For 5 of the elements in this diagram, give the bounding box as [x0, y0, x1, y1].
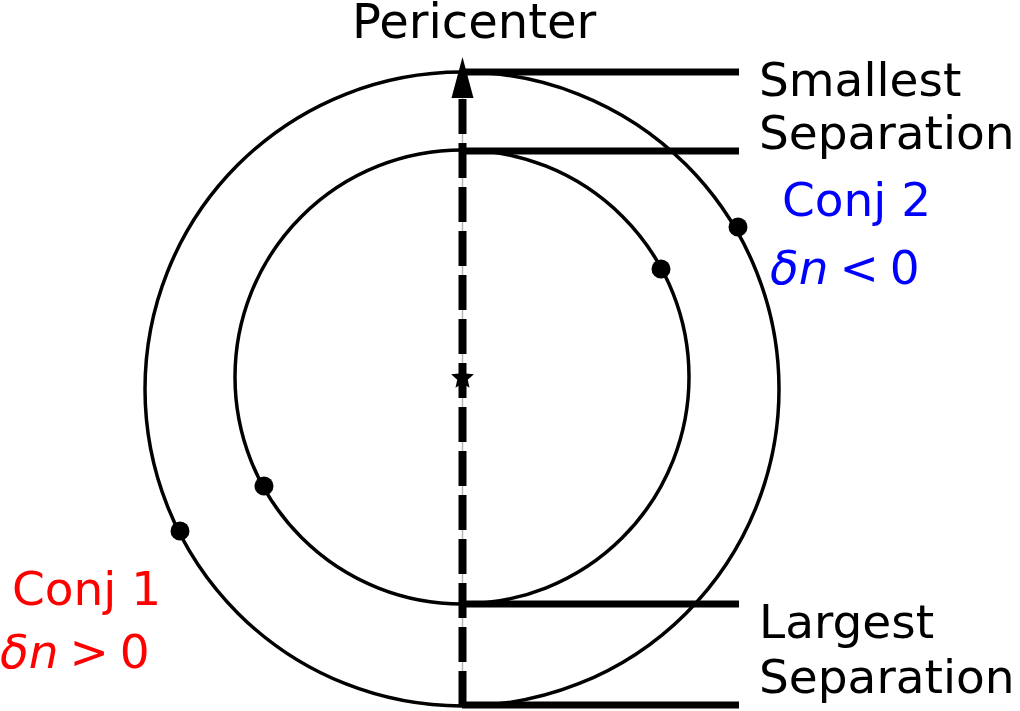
separation-label: Smallest Separation — [759, 53, 1016, 159]
separation-label: Largest Separation — [759, 594, 1016, 704]
direction-label: Pericenter — [352, 0, 597, 42]
condition-label: δn > 0 — [0, 629, 150, 675]
condition-label: δn < 0 — [770, 245, 920, 291]
